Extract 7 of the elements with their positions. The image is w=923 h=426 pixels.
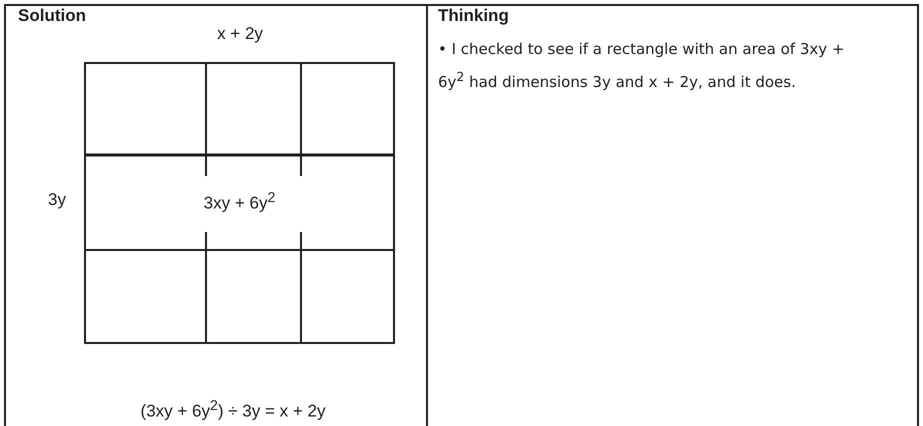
column-heading: Solution xyxy=(18,6,86,26)
column-heading: Thinking xyxy=(438,6,509,26)
equation: (3xy + 6y$^{2}$) ÷ 3y = x + 2y xyxy=(140,398,326,422)
explanation-text: • I checked to see if a rectangle with an area of 3xy + 6y$^{2}$ had dimensions 3y and x + 2y, and it does. xyxy=(438,39,846,93)
area-label: 3xy + 6y$^{2}$ xyxy=(204,190,276,214)
dimension-label: 3y xyxy=(48,190,66,210)
dimension-label: x + 2y xyxy=(217,24,263,44)
